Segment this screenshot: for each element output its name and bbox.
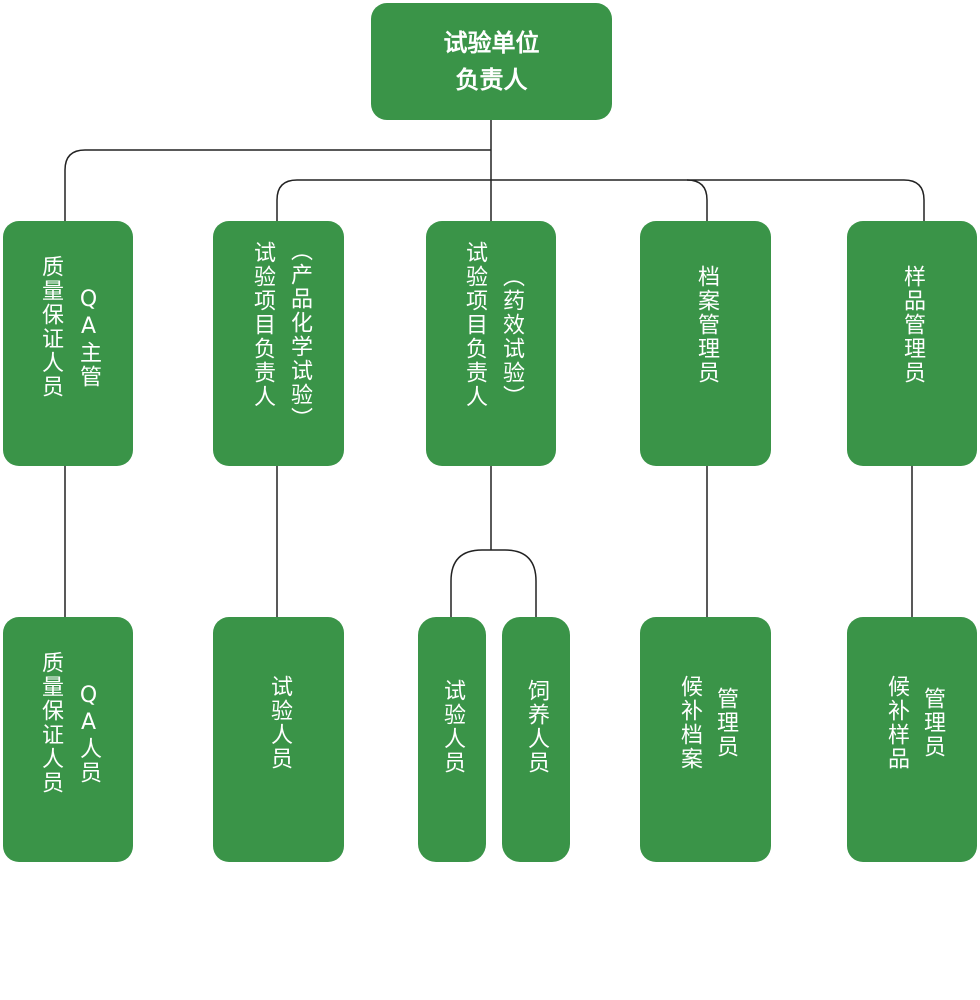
chem-lead-node: 试验项目负责人 （产品化学试验） bbox=[213, 221, 344, 466]
feeding-staff-label: 饲养人员 bbox=[524, 679, 549, 775]
chem-lead-label-scope: （产品化学试验） bbox=[287, 239, 312, 431]
qa-head-label-role: QA主管 bbox=[76, 287, 101, 389]
qa-staff-label-main: 质量保证人员 bbox=[38, 651, 63, 795]
sample-backup-label-main: 候补样品 bbox=[884, 675, 909, 771]
chem-lead-label-main: 试验项目负责人 bbox=[250, 241, 275, 409]
sample-admin-label: 样品管理员 bbox=[900, 265, 925, 385]
sample-admin-node: 样品管理员 bbox=[847, 221, 977, 466]
test-staff-label: 试验人员 bbox=[267, 675, 292, 771]
test-staff-node: 试验人员 bbox=[213, 617, 344, 862]
qa-head-label-main: 质量保证人员 bbox=[38, 255, 63, 399]
connector-root-to-qa-head bbox=[64, 149, 491, 221]
qa-staff-node: 质量保证人员 QA人员 bbox=[3, 617, 133, 862]
efficacy-test-staff-node: 试验人员 bbox=[418, 617, 486, 862]
archive-backup-label-role: 管理员 bbox=[713, 687, 738, 759]
root-title-line1: 试验单位 bbox=[443, 29, 540, 57]
archive-backup-node: 候补档案 管理员 bbox=[640, 617, 771, 862]
archive-admin-node: 档案管理员 bbox=[640, 221, 771, 466]
efficacy-test-staff-label: 试验人员 bbox=[440, 679, 465, 775]
connector-root-to-archive bbox=[491, 179, 708, 221]
connector-efficacy-to-feeding-staff bbox=[491, 549, 537, 617]
efficacy-lead-node: 试验项目负责人 （药效试验） bbox=[426, 221, 556, 466]
efficacy-lead-label-main: 试验项目负责人 bbox=[462, 241, 487, 409]
sample-backup-label-role: 管理员 bbox=[920, 687, 945, 759]
feeding-staff-node: 饲养人员 bbox=[502, 617, 570, 862]
qa-head-node: 质量保证人员 QA主管 bbox=[3, 221, 133, 466]
root-node: 试验单位 负责人 bbox=[371, 3, 612, 120]
connector-root-to-chem-lead bbox=[276, 179, 491, 221]
qa-staff-label-role: QA人员 bbox=[76, 683, 101, 785]
connector-root-to-sample bbox=[687, 179, 925, 221]
sample-backup-node: 候补样品 管理员 bbox=[847, 617, 977, 862]
archive-backup-label-main: 候补档案 bbox=[677, 675, 702, 771]
root-title-line2: 负责人 bbox=[455, 66, 528, 94]
connector-efficacy-to-test-staff bbox=[450, 549, 491, 617]
archive-admin-label: 档案管理员 bbox=[694, 265, 719, 385]
efficacy-lead-label-scope: （药效试验） bbox=[499, 265, 524, 409]
